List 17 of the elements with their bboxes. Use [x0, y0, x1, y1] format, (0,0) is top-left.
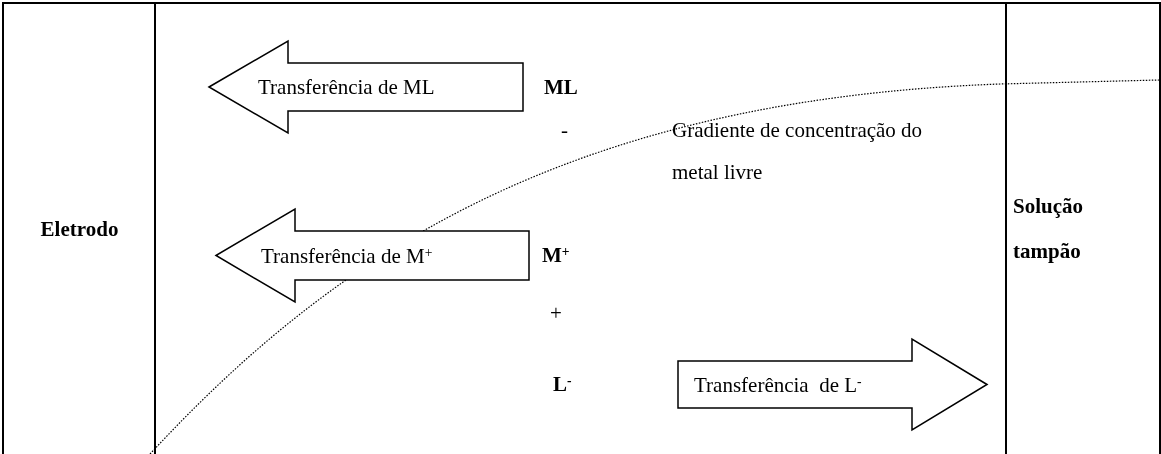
arrow-label: Transferência de ML — [258, 75, 435, 99]
buffer-solution-column — [1005, 2, 1161, 454]
column-title: Eletrodo — [40, 215, 119, 243]
block-arrow — [208, 40, 524, 134]
species-label: ML — [544, 75, 578, 99]
diffusion-layer-panel — [154, 2, 1006, 454]
electrode-column — [2, 2, 155, 454]
gradient-note: Gradiente de concentração do metal livre — [672, 117, 924, 186]
arrow-label: Transferência de L$^{-}$ — [694, 372, 862, 397]
arrow-label: Transferência de M$^{+}$ — [261, 243, 433, 268]
plus-sign: + — [550, 301, 562, 325]
species-label: L$^{-}$ — [553, 372, 572, 396]
species-label: M$^{+}$ — [542, 243, 570, 267]
equilibrium-sign: - — [561, 118, 568, 142]
column-title: Solução tampão — [1013, 193, 1084, 265]
block-arrow — [677, 338, 988, 431]
block-arrow — [215, 208, 530, 303]
